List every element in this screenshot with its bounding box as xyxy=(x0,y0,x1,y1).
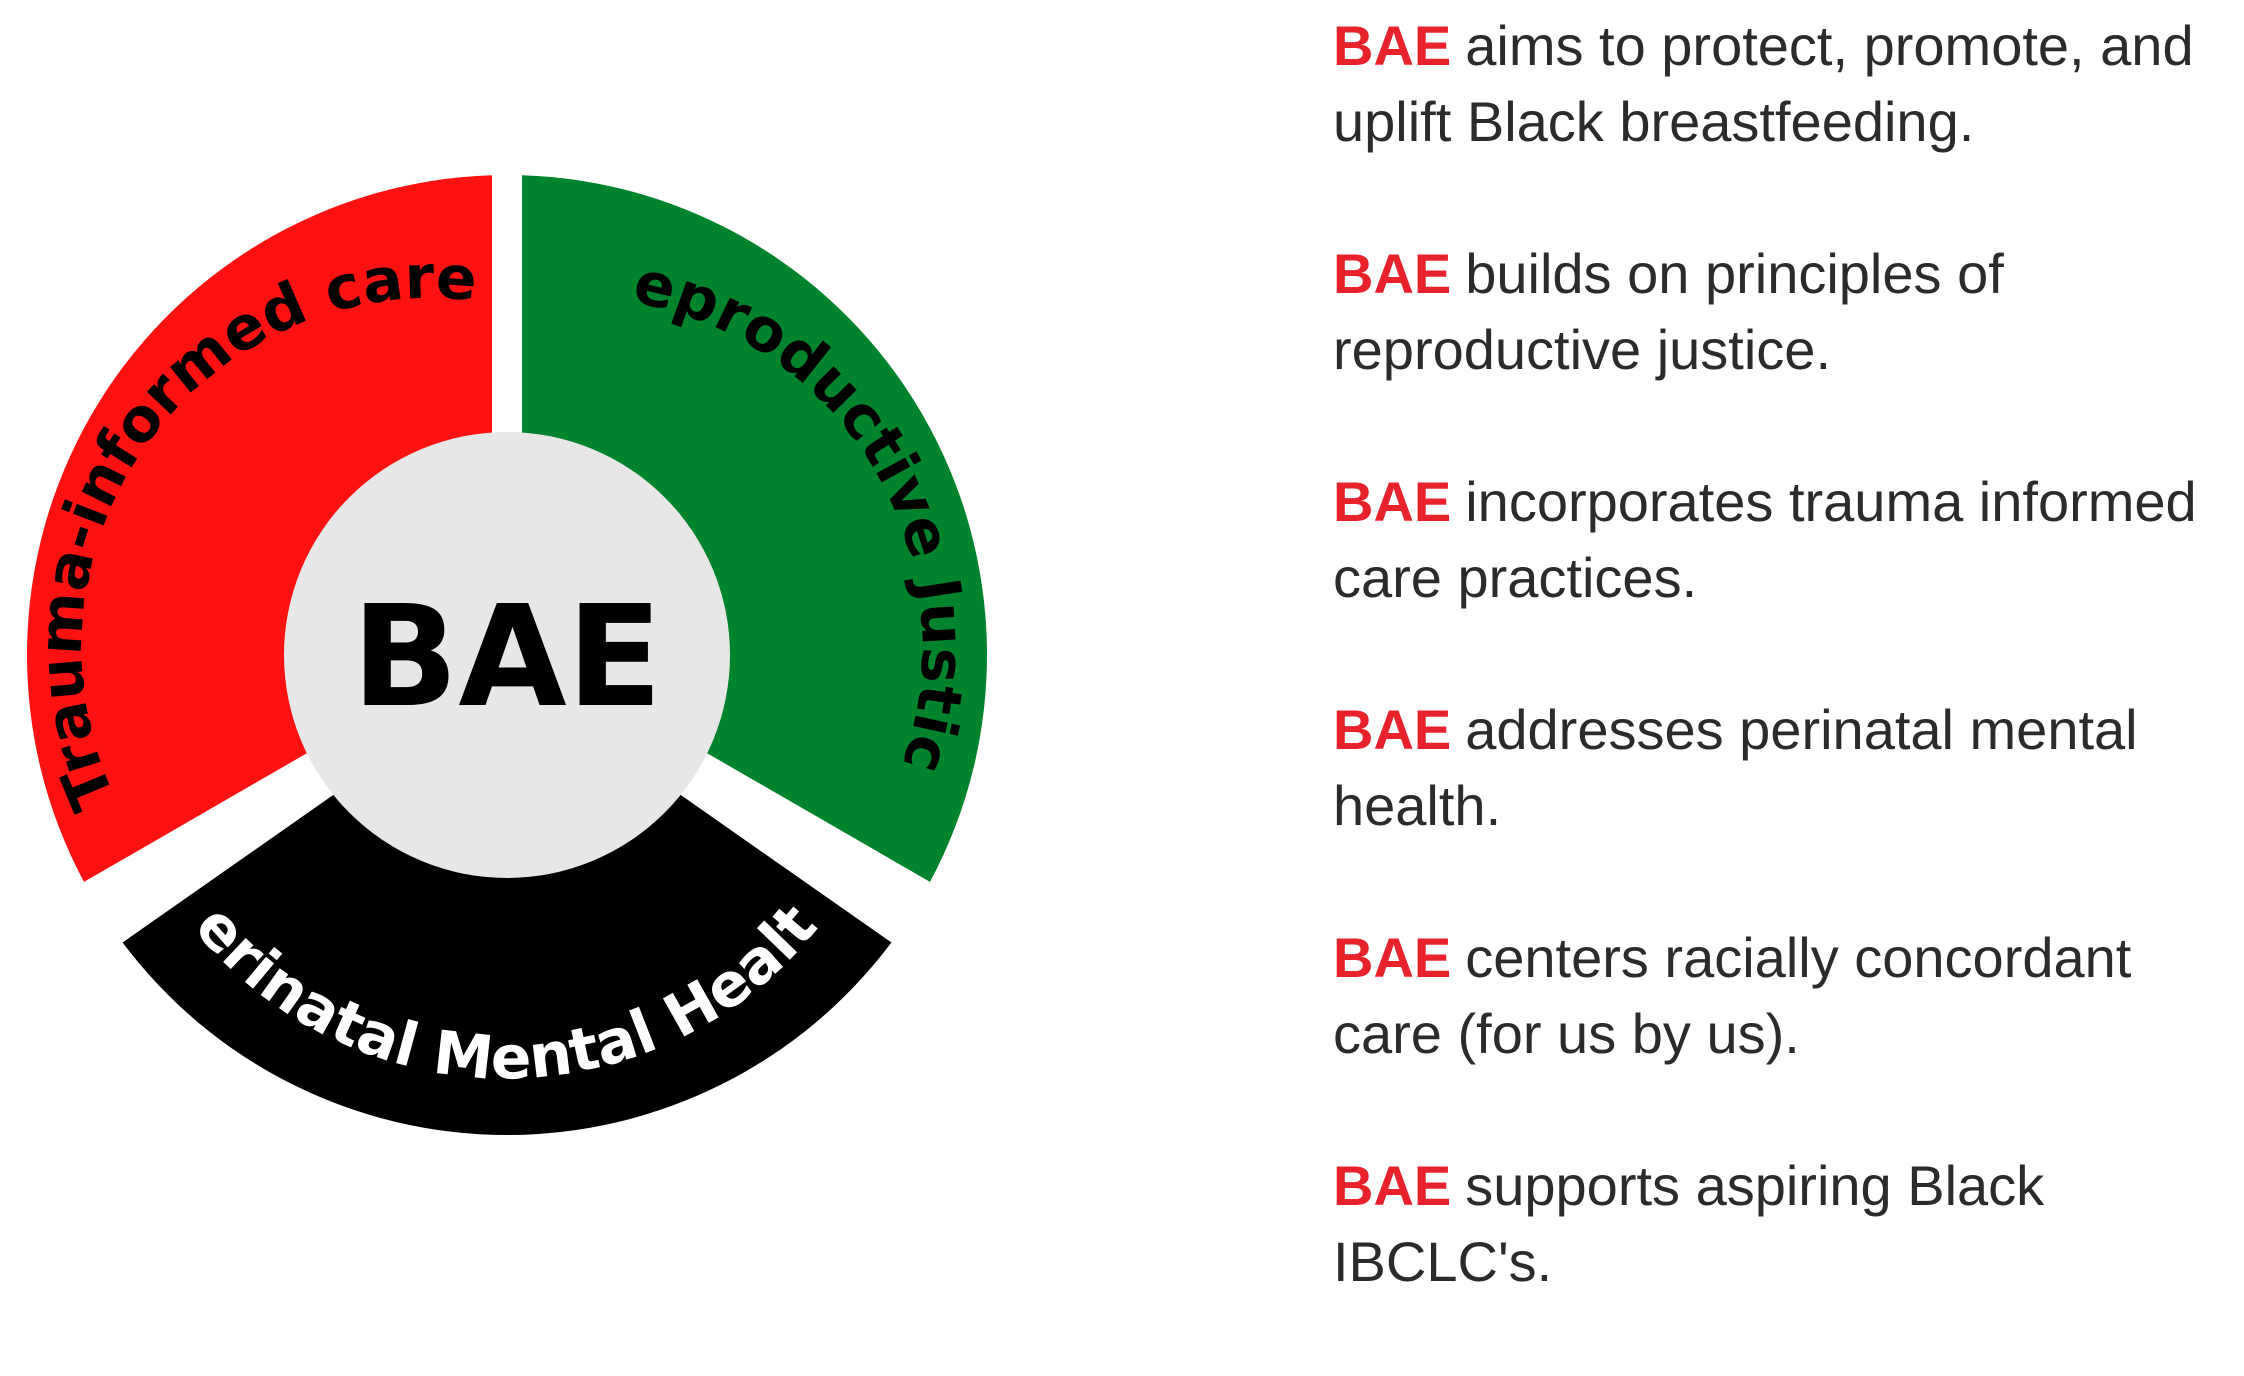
statement-text: builds on principles of reproductive jus… xyxy=(1333,242,2004,381)
statement-text: incorporates trauma informed care practi… xyxy=(1333,470,2197,609)
statement-text: aims to protect, promote, and uplift Bla… xyxy=(1333,14,2194,153)
statement-text: centers racially concordant care (for us… xyxy=(1333,926,2132,1065)
brand-name: BAE xyxy=(1333,470,1452,533)
statement-text: addresses perinatal mental health. xyxy=(1333,698,2138,837)
brand-name: BAE xyxy=(1333,698,1452,761)
brand-name: BAE xyxy=(1333,242,1452,305)
brand-name: BAE xyxy=(1333,14,1452,77)
segment-perinatal-mental-health xyxy=(122,767,892,1136)
center-circle xyxy=(284,432,730,878)
brand-name: BAE xyxy=(1333,1154,1452,1217)
segment-reproductive-justice xyxy=(522,175,988,882)
brand-name: BAE xyxy=(1333,926,1452,989)
bae-diagram: BAE Trauma-informed care Reproductive Ju… xyxy=(0,0,988,1136)
statement-text: supports aspiring Black IBCLC's. xyxy=(1333,1154,2045,1293)
center-label: BAE xyxy=(352,576,663,739)
segment-trauma-informed-care xyxy=(27,175,492,882)
